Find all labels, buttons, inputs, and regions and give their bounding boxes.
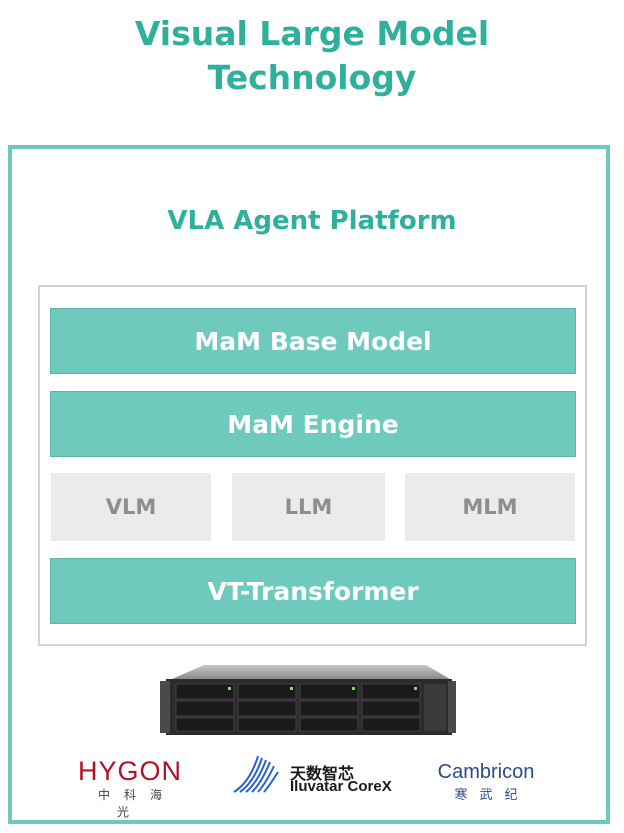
model-chip-llm: LLM [232, 473, 385, 541]
page-title: Visual Large Model Technology [0, 12, 624, 100]
cambricon-logo-name: Cambricon [437, 761, 535, 783]
page-title-line1: Visual Large Model [134, 14, 490, 53]
server-rack-icon [158, 663, 458, 745]
model-chip-vlm: VLM [51, 473, 211, 541]
iluvatar-name-en: Iluvatar CoreX [290, 778, 392, 795]
transformer-layer: VT-Transformer [50, 558, 576, 624]
cambricon-logo-subtitle: 寒武纪 [454, 788, 530, 803]
hygon-logo-name: HYGON [77, 756, 182, 786]
base-model-layer: MaM Base Model [50, 308, 576, 374]
engine-layer: MaM Engine [50, 391, 576, 457]
hygon-logo-subtitle: 中科海光 [97, 788, 176, 819]
iluvatar-wave-icon [233, 755, 279, 793]
platform-title: VLA Agent Platform [167, 206, 457, 236]
outer-frame [8, 145, 610, 824]
iluvatar-name-cn: 天数智芯 [290, 764, 355, 783]
model-chip-mlm: MLM [405, 473, 575, 541]
page-title-line2: Technology [207, 58, 417, 97]
